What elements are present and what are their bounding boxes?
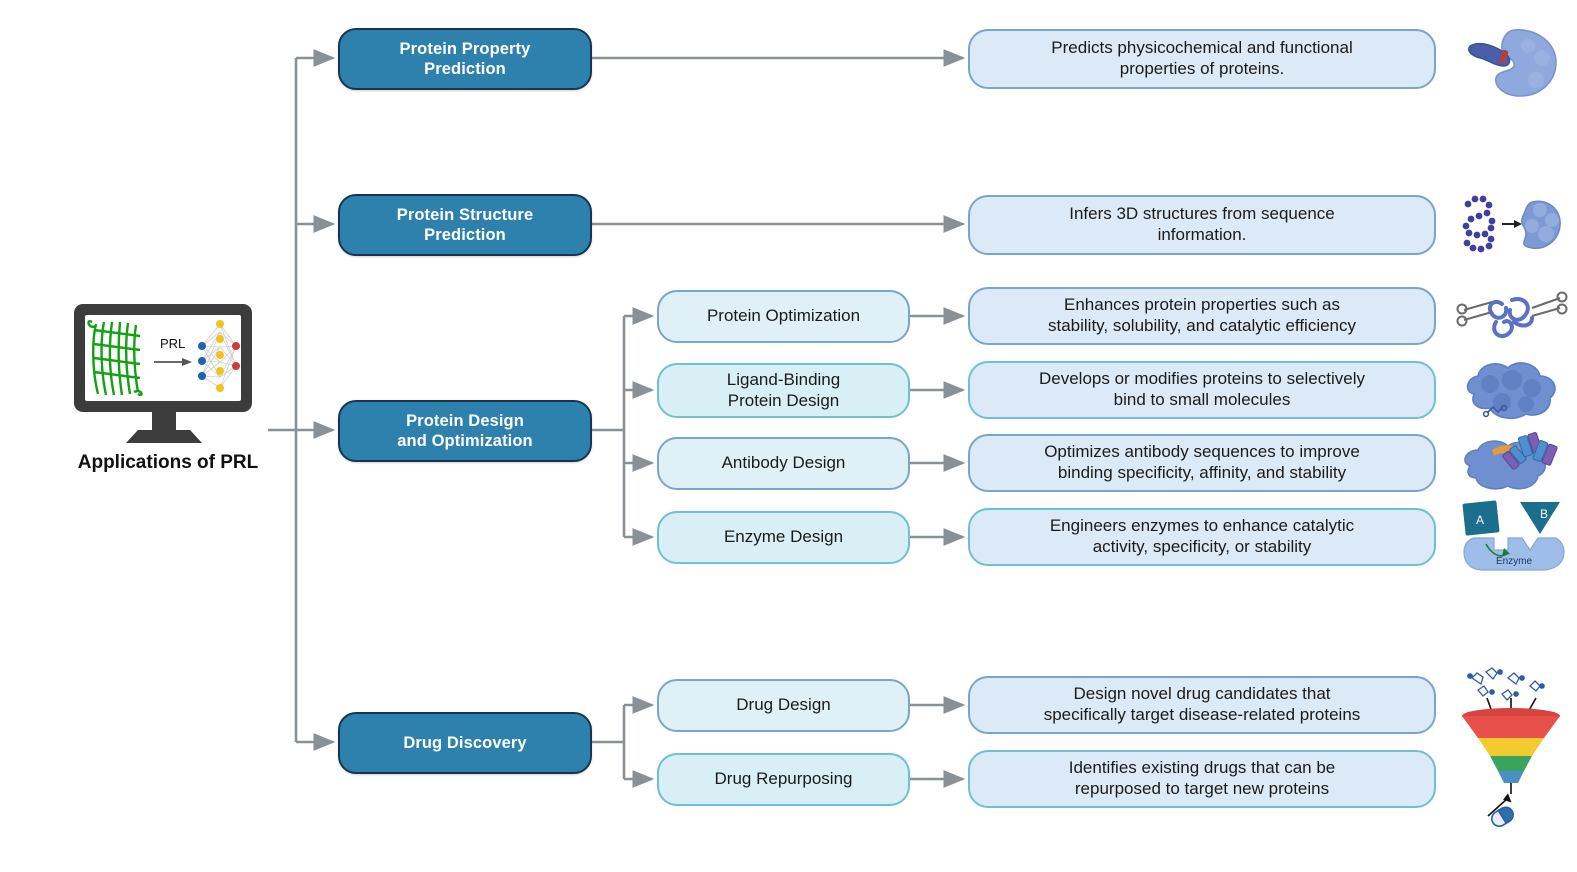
description-line2: information. (1157, 225, 1247, 244)
sub-enzyme-design[interactable]: Enzyme Design (657, 511, 910, 564)
sub-label: Antibody Design (721, 453, 846, 473)
enzyme-substrate-a-label: A (1476, 513, 1484, 527)
category-label-line2: Prediction (424, 60, 506, 78)
description-protein-structure-prediction[interactable]: Infers 3D structures from sequence infor… (968, 195, 1436, 255)
description-line1: Identifies existing drugs that can be (1068, 758, 1336, 778)
enzyme-icon: A B Enzyme (1462, 500, 1565, 571)
pill-icon (1487, 793, 1514, 828)
sub-label-line1: Ligand-Binding (726, 369, 841, 389)
sub-drug-design[interactable]: Drug Design (657, 679, 910, 732)
drug-funnel-icon (1462, 667, 1560, 794)
description-drug-repurposing[interactable]: Identifies existing drugs that can be re… (968, 750, 1436, 808)
description-line2: specifically target disease-related prot… (1043, 705, 1361, 724)
category-label-line2: and Optimization (397, 432, 533, 450)
sub-antibody-design[interactable]: Antibody Design (657, 437, 910, 490)
category-label-line2: Prediction (424, 226, 506, 244)
enzyme-label: Enzyme (1496, 556, 1533, 567)
description-line2: activity, specificity, or stability (1092, 537, 1312, 556)
sequence-to-structure-icon (1462, 195, 1561, 253)
category-label-line1: Protein Structure (396, 205, 534, 224)
protein-to-network-monitor-icon: PRL (74, 304, 252, 443)
category-protein-property-prediction[interactable]: Protein Property Prediction (338, 28, 592, 90)
description-line1: Predicts physicochemical and functional (1051, 38, 1353, 58)
description-line1: Engineers enzymes to enhance catalytic (1049, 516, 1355, 536)
description-line1: Design novel drug candidates that (1073, 684, 1331, 704)
description-antibody-design[interactable]: Optimizes antibody sequences to improve … (968, 434, 1436, 492)
sub-label: Drug Repurposing (714, 769, 853, 789)
category-label-line1: Protein Design (406, 411, 524, 430)
description-protein-optimization[interactable]: Enhances protein properties such as stab… (968, 287, 1436, 345)
description-line1: Develops or modifies proteins to selecti… (1039, 369, 1365, 389)
root-label: Applications of PRL (77, 452, 259, 473)
sub-label: Drug Design (736, 695, 831, 715)
description-enzyme-design[interactable]: Engineers enzymes to enhance catalytic a… (968, 508, 1436, 566)
prl-arrow-label: PRL (160, 336, 185, 351)
scissors-protein-icon (1456, 291, 1568, 339)
description-line2: binding specificity, affinity, and stabi… (1057, 463, 1347, 482)
description-protein-property-prediction[interactable]: Predicts physicochemical and functional … (968, 29, 1436, 89)
sub-drug-repurposing[interactable]: Drug Repurposing (657, 753, 910, 806)
sub-label: Protein Optimization (706, 306, 861, 326)
category-label-line1: Protein Property (399, 39, 531, 58)
enzyme-substrate-b-label: B (1540, 507, 1548, 521)
description-line1: Enhances protein properties such as (1064, 295, 1340, 315)
description-line2: bind to small molecules (1113, 390, 1291, 409)
category-protein-structure-prediction[interactable]: Protein Structure Prediction (338, 194, 592, 256)
antibody-icon (1464, 432, 1558, 490)
category-protein-design-and-optimization[interactable]: Protein Design and Optimization (338, 400, 592, 462)
ligand-binding-icon (1466, 362, 1556, 420)
description-drug-design[interactable]: Design novel drug candidates that specif… (968, 676, 1436, 734)
protein-blob-icon (1468, 29, 1557, 97)
description-line2: repurposed to target new proteins (1074, 779, 1330, 798)
description-line2: stability, solubility, and catalytic eff… (1047, 316, 1357, 335)
description-line2: properties of proteins. (1119, 59, 1285, 78)
sub-ligand-binding-protein-design[interactable]: Ligand-Binding Protein Design (657, 363, 910, 418)
category-label-line1: Drug Discovery (403, 733, 527, 752)
sub-label: Enzyme Design (723, 527, 844, 547)
description-ligand-binding-protein-design[interactable]: Develops or modifies proteins to selecti… (968, 361, 1436, 419)
category-drug-discovery[interactable]: Drug Discovery (338, 712, 592, 774)
description-line1: Infers 3D structures from sequence (1069, 204, 1335, 224)
sub-label-line2: Protein Design (727, 390, 840, 410)
description-line1: Optimizes antibody sequences to improve (1044, 442, 1360, 462)
sub-protein-optimization[interactable]: Protein Optimization (657, 290, 910, 343)
